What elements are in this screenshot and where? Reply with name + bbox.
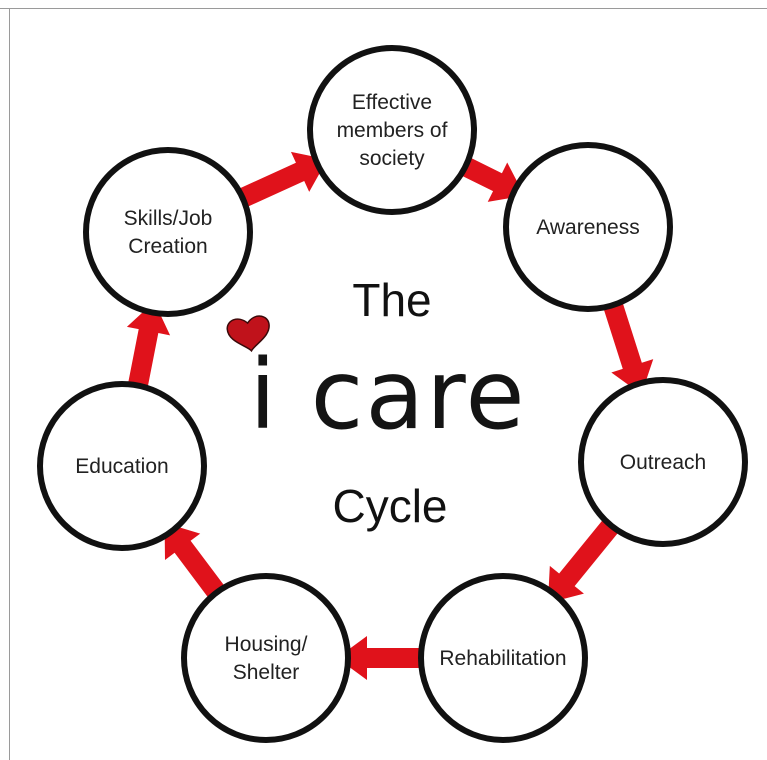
node-outreach: Outreach	[578, 377, 748, 547]
arrow-outreach-to-rehabilitation	[547, 510, 626, 604]
node-label-line: Rehabilitation	[439, 647, 566, 670]
node-label-line: Outreach	[620, 451, 706, 474]
node-circle	[307, 45, 477, 215]
node-label-line: members of	[337, 119, 448, 142]
nodes-layer: Effective members of societyAwarenessOutre…	[37, 45, 748, 743]
node-label-line: Shelter	[233, 661, 300, 684]
node-label-line: society	[359, 147, 425, 170]
arrow-rehabilitation-to-housing-shelter	[337, 636, 432, 680]
title-brand: i care	[249, 339, 526, 451]
node-label-line: Effective	[352, 91, 432, 114]
node-effective-members: Effective members of society	[307, 45, 477, 215]
node-label-line: Education	[75, 455, 168, 478]
node-circle	[503, 142, 673, 312]
title-the: The	[352, 274, 431, 326]
arrow-skills-job-creation-to-effective-members	[228, 151, 328, 212]
arrow-awareness-to-outreach	[600, 291, 654, 395]
heart-icon	[226, 315, 270, 353]
node-housing-shelter: Housing/Shelter	[181, 573, 351, 743]
arrow-education-to-skills-job-creation	[125, 301, 171, 399]
frame-border-top	[0, 8, 767, 9]
node-awareness: Awareness	[503, 142, 673, 312]
node-circle	[578, 377, 748, 547]
node-circle	[83, 147, 253, 317]
node-education: Education	[37, 381, 207, 551]
title-cycle: Cycle	[332, 480, 447, 532]
node-rehabilitation: Rehabilitation	[418, 573, 588, 743]
center-title: The i care Cycle	[226, 274, 526, 532]
node-circle	[37, 381, 207, 551]
node-label-line: Creation	[128, 235, 207, 258]
node-label-line: Housing/	[225, 633, 308, 656]
frame-border-left	[9, 8, 10, 760]
node-circle	[418, 573, 588, 743]
node-circle	[181, 573, 351, 743]
node-label-line: Skills/Job	[124, 207, 213, 230]
arrow-housing-shelter-to-education	[164, 522, 232, 608]
node-label-line: Awareness	[536, 216, 640, 239]
